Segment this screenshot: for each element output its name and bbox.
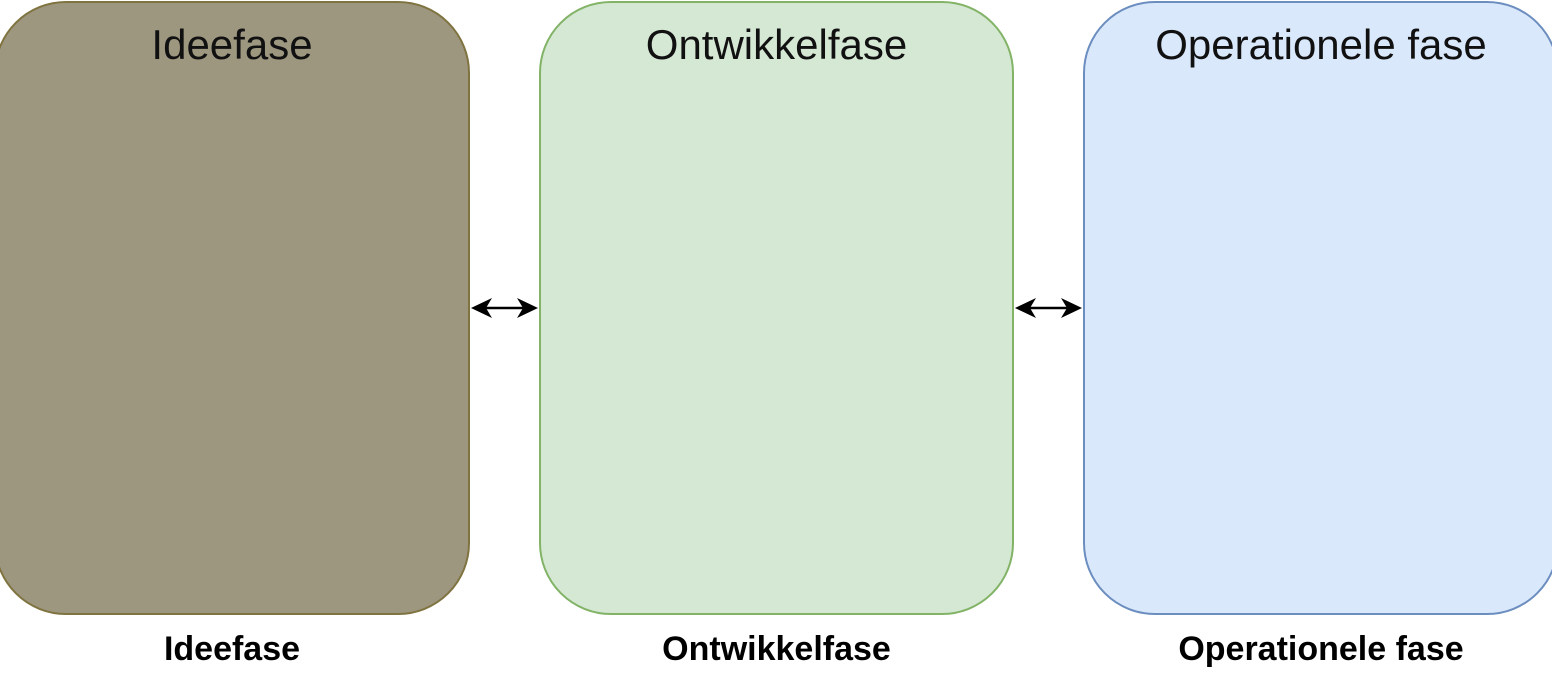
caption-ideefase: Ideefase — [163, 630, 301, 668]
arrow-head-left — [471, 298, 492, 318]
phase-title-ideefase: Ideefase — [151, 21, 313, 68]
phase-title-ontwikkelfase: Ontwikkelfase — [645, 21, 908, 68]
phase-title-operationele-fase: Operationele fase — [1155, 21, 1487, 68]
arrow-head-right — [1061, 298, 1082, 318]
phase-box-operationele-fase: Operationele fase — [1083, 1, 1552, 615]
phase-box-ideefase: Ideefase — [0, 1, 470, 615]
caption-operationele-fase: Operationele fase — [1178, 630, 1464, 668]
arrow-head-right — [517, 298, 538, 318]
caption-ontwikkelfase: Ontwikkelfase — [662, 630, 891, 668]
arrow-head-left — [1015, 298, 1036, 318]
bidirectional-arrow-ontwikkel-operationeel — [1015, 298, 1082, 318]
bidirectional-arrow-idee-ontwikkel — [471, 298, 538, 318]
phase-box-ontwikkelfase: Ontwikkelfase — [539, 1, 1014, 615]
